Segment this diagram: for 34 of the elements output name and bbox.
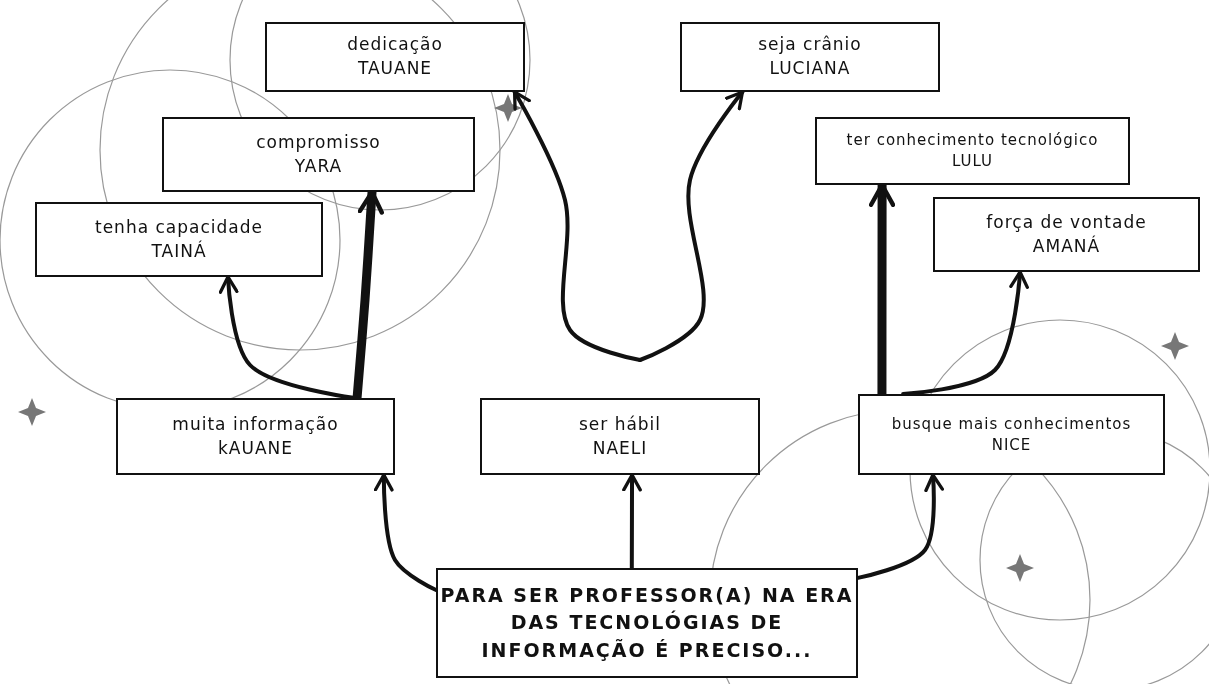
arrow — [638, 90, 745, 362]
text-box — [480, 398, 760, 475]
name-label: NICE — [991, 434, 1032, 456]
arrow — [901, 270, 1029, 396]
node-label: tenha capacidade — [95, 215, 263, 239]
name-label: kAUANE — [218, 436, 293, 460]
node-label: compromisso — [256, 130, 381, 154]
text-box — [35, 202, 323, 277]
arrow — [512, 90, 642, 362]
text-box — [162, 117, 475, 192]
node-label: ser hábil — [578, 412, 662, 436]
title-box — [436, 568, 858, 678]
node-label: dedicação — [347, 33, 443, 57]
name-label: LUCIANA — [769, 57, 851, 80]
node-label: busque mais conhecimentos — [891, 413, 1132, 435]
text-box — [933, 197, 1200, 272]
arrow — [373, 473, 438, 592]
node-label: muita informação — [172, 412, 339, 436]
node-label: ter conhecimento tecnológico — [846, 130, 1099, 151]
name-label: TAINÁ — [151, 239, 207, 263]
name-label: NAELI — [592, 436, 648, 460]
node-label: seja crânio — [758, 33, 862, 57]
text-box — [265, 22, 525, 92]
text-box — [116, 398, 395, 475]
text-box — [680, 22, 940, 92]
arrow — [622, 473, 642, 570]
name-label: TAUANE — [357, 57, 433, 80]
heading: PARA SER PROFESSOR(A) NA ERA DAS TECNOLÓGIAS DE INFORMAÇÃO É PRECISO... — [439, 582, 855, 663]
name-label: AMANÁ — [1032, 234, 1101, 258]
text-box — [858, 394, 1165, 475]
node-label: força de vontade — [986, 210, 1147, 234]
name-label: LULU — [951, 151, 994, 172]
text-box — [815, 117, 1130, 185]
name-label: YARA — [294, 154, 343, 178]
